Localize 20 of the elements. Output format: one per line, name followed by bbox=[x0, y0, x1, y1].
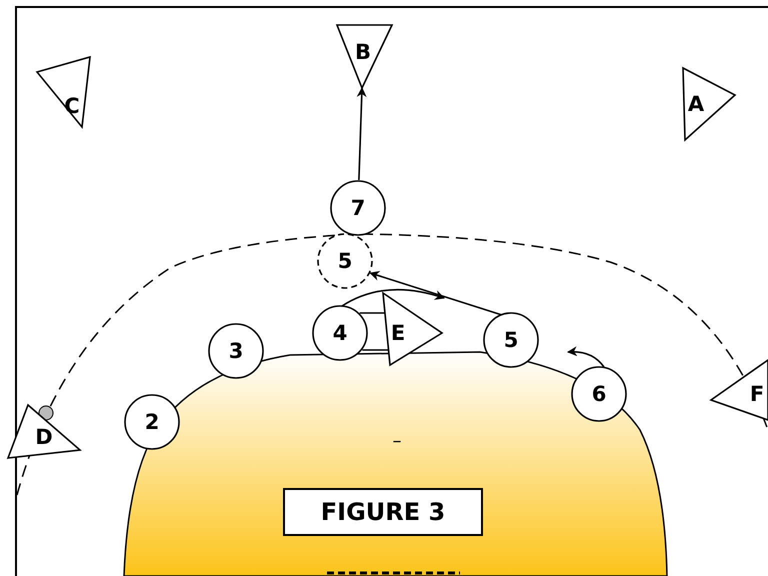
position-label: D bbox=[35, 425, 53, 449]
screen-line bbox=[362, 349, 389, 351]
position-label: 3 bbox=[228, 339, 244, 363]
position-label: E bbox=[390, 321, 406, 345]
position-label: A bbox=[688, 92, 704, 116]
movement-arrow bbox=[567, 346, 605, 368]
screen-line bbox=[360, 312, 385, 314]
position-label: 7 bbox=[350, 196, 366, 220]
position-label: 4 bbox=[332, 321, 348, 345]
position-label: 2 bbox=[144, 410, 160, 434]
position-label: F bbox=[750, 382, 764, 406]
position-label: B bbox=[355, 40, 371, 64]
movement-arrow bbox=[342, 288, 445, 307]
position-label: 6 bbox=[592, 382, 606, 406]
figure-title: FIGURE 3 bbox=[320, 498, 446, 526]
position-label: 5 bbox=[338, 249, 352, 273]
pass-arrow bbox=[356, 87, 367, 180]
mark-label: – bbox=[392, 430, 402, 452]
pass-arrow bbox=[369, 271, 502, 316]
position-label: 5 bbox=[504, 328, 518, 352]
